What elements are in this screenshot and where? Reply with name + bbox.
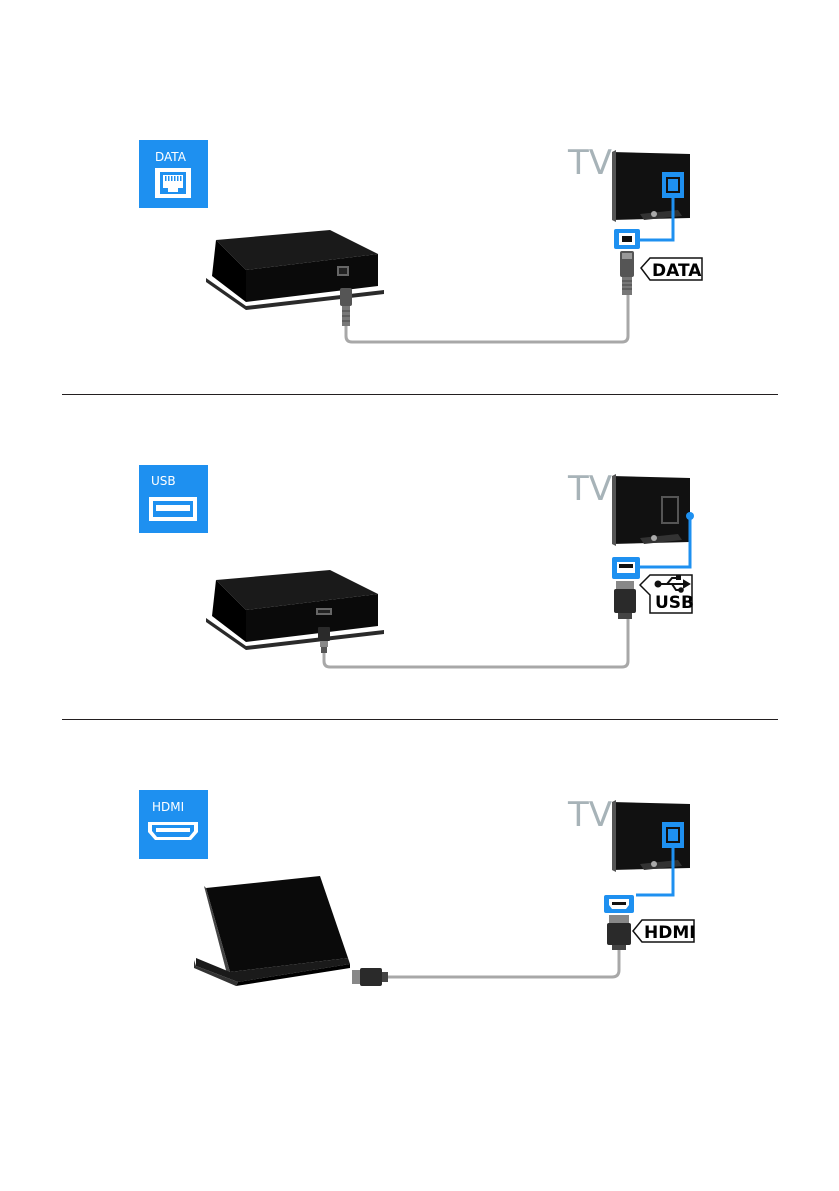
usb-connection-diagram: USB TV: [0, 395, 839, 720]
hdmi-cable: [388, 950, 619, 977]
usb-port-label: USB: [151, 474, 176, 488]
tv-icon: [612, 800, 690, 872]
hdmi-port-label: HDMI: [152, 800, 184, 814]
usb-plug-tv: [614, 581, 636, 619]
hdmi-port-badge: HDMI: [139, 790, 208, 859]
data-tag-label: DATA: [652, 261, 702, 281]
ethernet-port-icon: [155, 168, 191, 198]
data-port-badge: DATA: [139, 140, 208, 208]
ethernet-plug-device: [340, 288, 352, 326]
tv-ethernet-port-icon: [614, 229, 640, 249]
hdmi-plug-tv: [607, 915, 631, 950]
usb-tag-label: USB: [655, 593, 694, 613]
hdmi-tag-label: HDMI: [644, 923, 696, 943]
tv-icon: [612, 150, 690, 222]
hdmi-port-icon: [148, 822, 198, 840]
tv-label: TV: [567, 469, 612, 509]
set-top-box: [206, 570, 384, 650]
hdmi-diagram-svg: HDMI TV: [0, 720, 839, 1060]
hdmi-connection-diagram: HDMI TV: [0, 720, 839, 1060]
set-top-box: [206, 230, 384, 310]
data-cable-tag: DATA: [641, 258, 702, 281]
tv-label: TV: [567, 795, 612, 835]
data-port-label: DATA: [155, 150, 187, 164]
data-diagram-svg: DATA TV: [0, 0, 839, 395]
tv-icon: [612, 474, 690, 546]
data-cable: [346, 295, 628, 342]
tv-hdmi-port-icon: [604, 895, 634, 913]
usb-port-badge: USB: [139, 465, 208, 533]
usb-diagram-svg: USB TV: [0, 395, 839, 720]
ethernet-plug-tv: [620, 251, 634, 295]
hdmi-cable-tag: HDMI: [633, 920, 696, 943]
data-connection-diagram: DATA TV: [0, 0, 839, 395]
hdmi-plug-device: [352, 968, 388, 986]
tv-label: TV: [567, 143, 612, 183]
tv-usb-port-icon: [612, 557, 640, 579]
usb-port-icon: [149, 497, 197, 521]
usb-plug-device: [318, 627, 330, 653]
usb-cable-tag: USB: [640, 575, 694, 613]
laptop-icon: [194, 876, 350, 986]
